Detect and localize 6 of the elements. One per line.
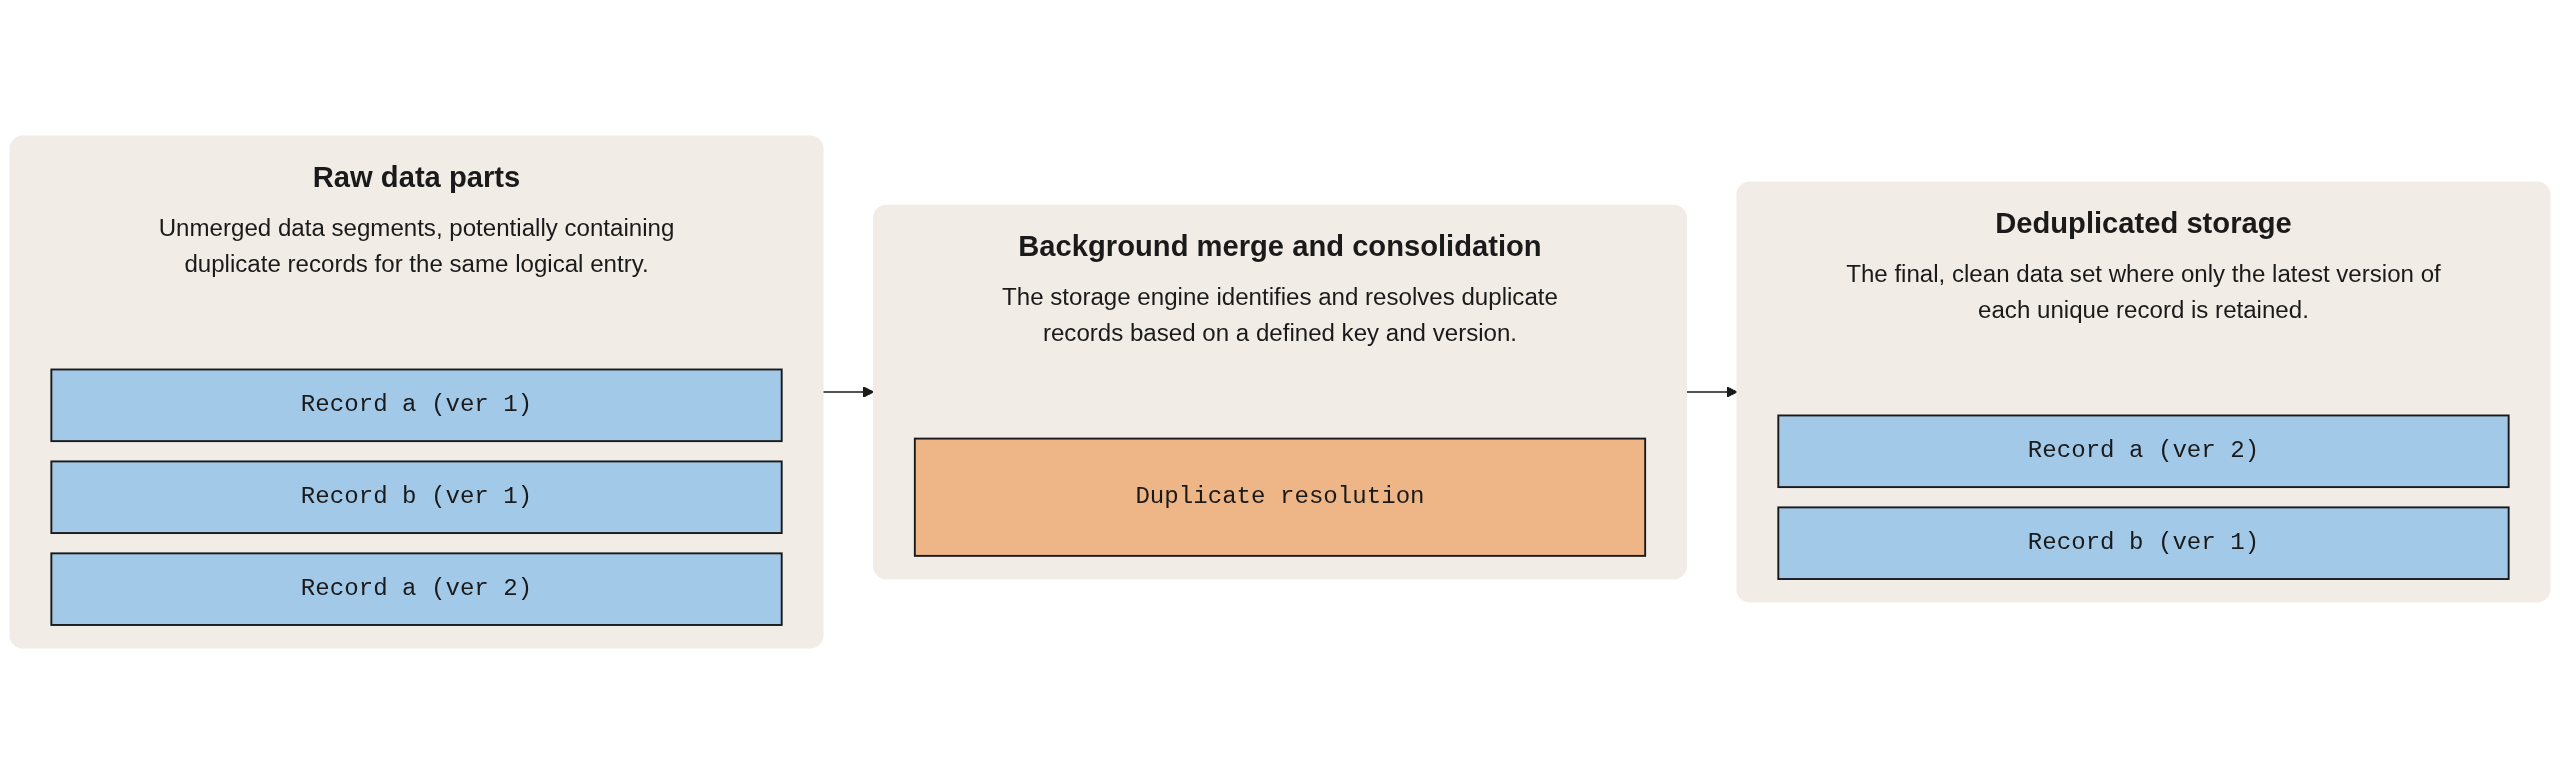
node-box: Record b (ver 1) — [50, 460, 783, 534]
node-box: Record b (ver 1) — [1777, 506, 2510, 580]
node-box: Record a (ver 2) — [1777, 414, 2510, 489]
node-box: Record a (ver 1) — [50, 368, 783, 443]
node-box: Record a (ver 2) — [50, 552, 783, 626]
node-box: Duplicate resolution — [913, 437, 1647, 557]
